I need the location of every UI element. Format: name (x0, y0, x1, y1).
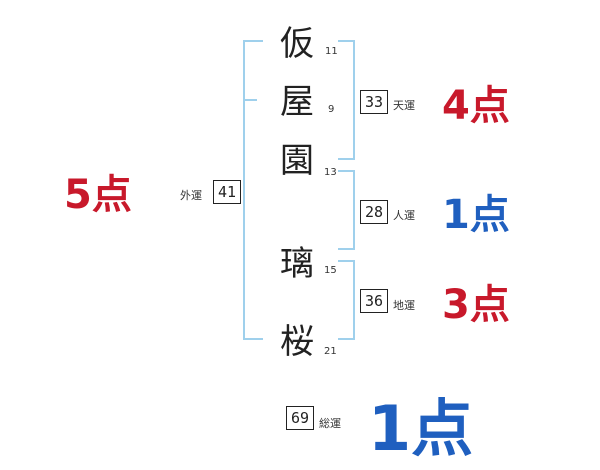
jinun-label: 人運 (393, 209, 415, 222)
outer-bracket (243, 40, 263, 340)
name-char-5: 桜 (280, 322, 314, 362)
gaiun-label: 外運 (180, 189, 202, 202)
jinun-bracket (338, 170, 355, 250)
stroke-count-3: 13 (324, 167, 337, 178)
stroke-count-4: 15 (324, 265, 337, 276)
stroke-count-5: 21 (324, 346, 337, 357)
souun-label: 総運 (319, 417, 341, 430)
souun-value-box: 69 (286, 406, 314, 430)
outer-bracket-tick (243, 99, 257, 101)
jinun-score: 1点 (442, 192, 510, 238)
tenun-value-box: 33 (360, 90, 388, 114)
stroke-count-1: 11 (325, 46, 338, 57)
chiun-bracket (338, 260, 355, 340)
tenun-label: 天運 (393, 99, 415, 112)
name-char-2: 屋 (280, 82, 314, 122)
tenun-score: 4点 (442, 83, 510, 129)
gaiun-value-box: 41 (213, 180, 241, 204)
gaiun-score: 5点 (64, 172, 132, 218)
tenun-bracket (338, 40, 355, 160)
jinun-value-box: 28 (360, 200, 388, 224)
chiun-score: 3点 (442, 282, 510, 328)
chiun-label: 地運 (393, 299, 415, 312)
souun-score: 1点 (368, 392, 474, 465)
name-char-4: 璃 (280, 244, 314, 284)
stroke-count-2: 9 (328, 104, 335, 115)
name-char-1: 仮 (280, 24, 314, 64)
chiun-value-box: 36 (360, 289, 388, 313)
name-char-3: 園 (280, 141, 314, 181)
